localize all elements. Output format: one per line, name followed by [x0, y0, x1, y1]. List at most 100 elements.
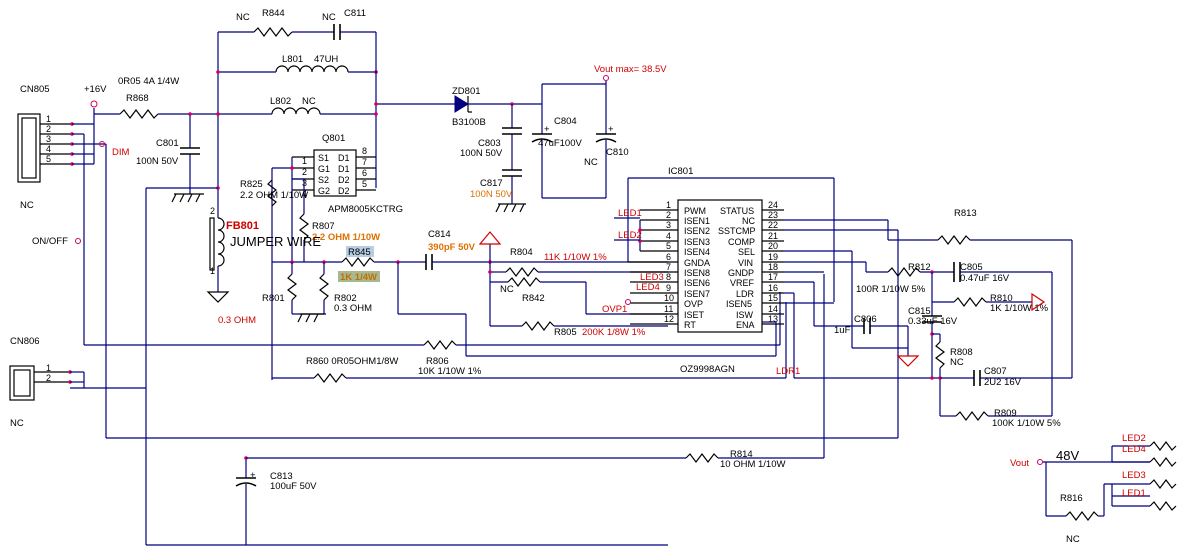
c803-value: 100N 50V [460, 148, 503, 159]
svg-text:8: 8 [362, 146, 367, 156]
svg-text:D1: D1 [338, 164, 350, 174]
cn806-pin-1: 1 [46, 363, 51, 373]
svg-text:24: 24 [768, 200, 778, 210]
c801-value: 100N 50V [136, 156, 179, 167]
r805-value: 200K 1/8W 1% [582, 327, 646, 338]
led2-net-label: LED2 [618, 230, 642, 241]
c817-label: C817 [480, 178, 503, 189]
svg-text:RT: RT [684, 320, 696, 330]
r845-label: R845 [348, 247, 371, 258]
cn805-pin-4: 4 [46, 144, 51, 154]
svg-text:ISET: ISET [684, 310, 705, 320]
r813-label: R813 [954, 208, 977, 219]
r844-nc-label: NC [236, 12, 250, 23]
c810-label: C810 [606, 147, 629, 158]
r806-label: R806 [426, 356, 449, 367]
svg-text:ENA: ENA [736, 320, 755, 330]
r809-label: R809 [994, 408, 1017, 419]
r801-label: R801 [262, 293, 285, 304]
zd801-label: ZD801 [452, 86, 481, 97]
svg-text:ISEN7: ISEN7 [684, 289, 710, 299]
led3-out-label: LED3 [1122, 470, 1146, 481]
q801-label: Q801 [322, 133, 345, 144]
vout-max-label: Vout max= 38.5V [594, 64, 667, 75]
v48-label: 48V [1056, 448, 1079, 463]
svg-text:ISEN5: ISEN5 [726, 299, 752, 309]
ic801-part: OZ9998AGN [680, 364, 735, 375]
cn805-pin-2: 2 [46, 124, 51, 134]
fb801-label: FB801 [226, 220, 259, 232]
svg-text:ISEN3: ISEN3 [684, 237, 710, 247]
svg-text:6: 6 [362, 168, 367, 178]
svg-text:ISEN1: ISEN1 [684, 216, 710, 226]
svg-text:7: 7 [362, 157, 367, 167]
svg-text:PWM: PWM [684, 206, 706, 216]
c806-value: 1uF [834, 325, 851, 336]
r868-resistor [119, 109, 159, 119]
led4-net-label: LED4 [636, 282, 660, 293]
c807-label: C807 [984, 366, 1007, 377]
svg-text:2: 2 [210, 206, 215, 216]
svg-text:+: + [250, 470, 256, 481]
cn806-nc-label: NC [10, 418, 24, 429]
r842-nc-label: NC [500, 284, 514, 295]
ic801-label: IC801 [668, 166, 693, 177]
r868-label: R868 [126, 93, 149, 104]
svg-text:G1: G1 [318, 164, 330, 174]
r804-value: 11K 1/10W 1% [544, 252, 607, 263]
svg-text:VIN: VIN [738, 258, 753, 268]
svg-text:GNDP: GNDP [728, 268, 754, 278]
svg-text:SSTCMP: SSTCMP [718, 226, 756, 236]
svg-text:LDR: LDR [736, 289, 755, 299]
jumper-wire-label: JUMPER WIRE [230, 234, 321, 249]
l801-value: 47UH [314, 54, 338, 65]
vout-label: Vout [1010, 458, 1029, 469]
svg-text:+: + [544, 124, 550, 135]
c817-value: 100N 50V [470, 189, 513, 200]
svg-text:G2: G2 [318, 186, 330, 196]
r804-label: R804 [510, 247, 533, 258]
svg-text:GNDA: GNDA [684, 258, 710, 268]
r814-value: 10 OHM 1/10W [720, 459, 785, 470]
r844-label: R844 [262, 8, 285, 19]
ic801-left-pins: PWM ISEN1 ISEN2 ISEN3 ISEN4 GNDA ISEN8 I… [664, 200, 710, 330]
l802-label: L802 [270, 96, 291, 107]
svg-text:COMP: COMP [728, 237, 755, 247]
r812-value: 100R 1/10W 5% [856, 284, 926, 295]
svg-text:ISEN4: ISEN4 [684, 247, 710, 257]
svg-text:16: 16 [768, 283, 778, 293]
r812-label: R812 [908, 262, 931, 273]
c803-label: C803 [478, 138, 501, 149]
svg-text:ISEN2: ISEN2 [684, 226, 710, 236]
svg-text:4: 4 [666, 231, 671, 241]
svg-text:10: 10 [664, 293, 674, 303]
r825-label: R825 [240, 179, 263, 190]
svg-text:13: 13 [768, 314, 778, 324]
svg-text:15: 15 [768, 293, 778, 303]
ic801-body [677, 199, 763, 333]
c813-value: 100uF 50V [270, 481, 317, 492]
led1-net-label: LED1 [618, 208, 642, 219]
svg-text:D2: D2 [338, 175, 350, 185]
cn805-pin-3: 3 [46, 134, 51, 144]
svg-text:23: 23 [768, 210, 778, 220]
r814-label: R814 [730, 449, 753, 460]
svg-text:11: 11 [664, 304, 673, 314]
r868-value: 0R05 4A 1/4W [118, 76, 179, 87]
svg-text:22: 22 [768, 220, 778, 230]
r860-label: R860 0R05OHM1/8W [306, 356, 398, 367]
c801-label: C801 [156, 138, 179, 149]
q801-part: APM8005KCTRG [328, 204, 403, 215]
svg-text:9: 9 [666, 283, 671, 293]
svg-text:1: 1 [210, 266, 215, 276]
svg-text:6: 6 [666, 252, 671, 262]
q801-body [313, 149, 357, 197]
svg-text:8: 8 [666, 272, 671, 282]
plus16v-label: +16V [84, 84, 107, 95]
ic801-right-pins: STATUS NC SSTCMP COMP SEL VIN GNDP VREF … [718, 200, 778, 330]
svg-text:D2: D2 [338, 186, 350, 196]
cn806-label: CN806 [10, 336, 40, 347]
r807-label: R807 [312, 221, 335, 232]
c811-label: C811 [344, 8, 366, 19]
